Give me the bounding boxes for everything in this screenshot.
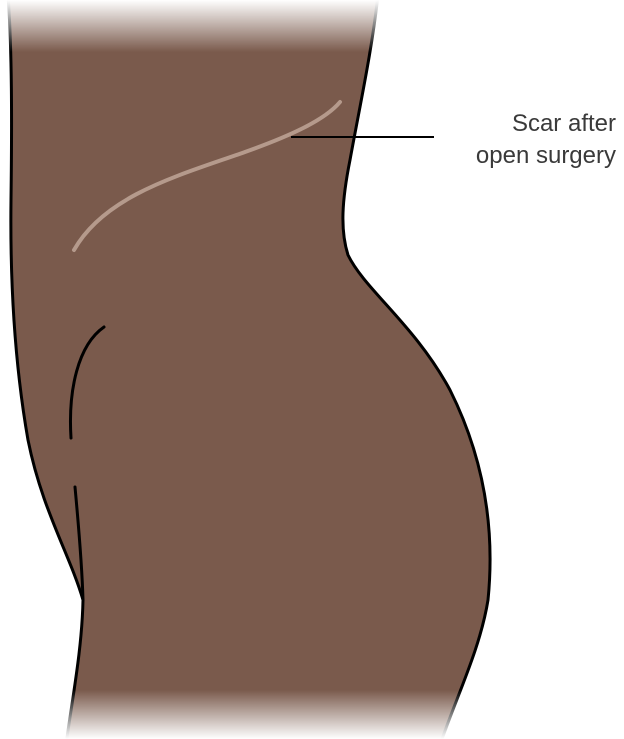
scar-annotation-label: Scar after open surgery xyxy=(396,108,616,172)
top-fade xyxy=(0,0,624,52)
annotation-line-2: open surgery xyxy=(396,140,616,172)
annotation-line-1: Scar after xyxy=(396,108,616,140)
bottom-fade xyxy=(0,690,624,739)
